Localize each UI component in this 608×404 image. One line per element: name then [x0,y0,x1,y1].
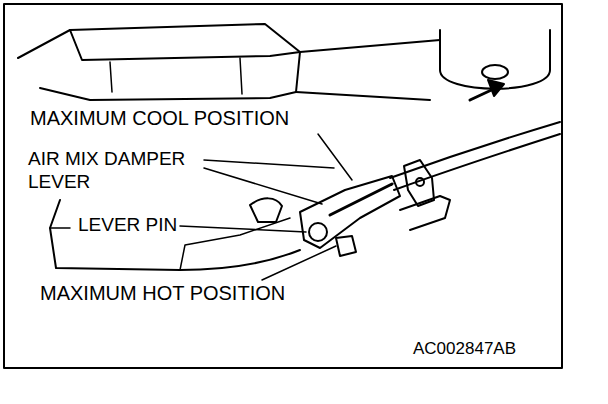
part-label: AIR MIX DAMPER LEVER [28,148,228,194]
lever-tab [336,236,356,256]
boss-body [440,30,550,89]
clamp-screw [416,178,424,186]
part-label: LEVER PIN [78,214,218,237]
housing-edge [70,30,300,60]
bracket [400,196,450,230]
part-label: MAXIMUM HOT POSITION [40,281,360,305]
figure-code: AC002847AB [413,339,553,359]
leader-line [262,246,336,280]
part-label: MAXIMUM COOL POSITION [30,106,350,130]
upper-housing [18,24,300,100]
boss-hole [482,65,508,79]
housing-edge [180,218,290,270]
leader-line [318,134,352,180]
housing-edge [50,227,70,229]
arrow-head [488,80,504,96]
lever-pin [309,223,327,241]
frame-border [4,4,562,368]
lower-housing [50,200,300,270]
leader-line [180,226,306,232]
housing-rib [110,58,242,94]
cable [390,122,560,178]
cable [394,134,560,190]
housing-boss [250,198,282,222]
leader-line [204,160,334,168]
leader-line [204,168,322,204]
inner-wire [330,184,392,215]
housing-edge [296,40,440,100]
